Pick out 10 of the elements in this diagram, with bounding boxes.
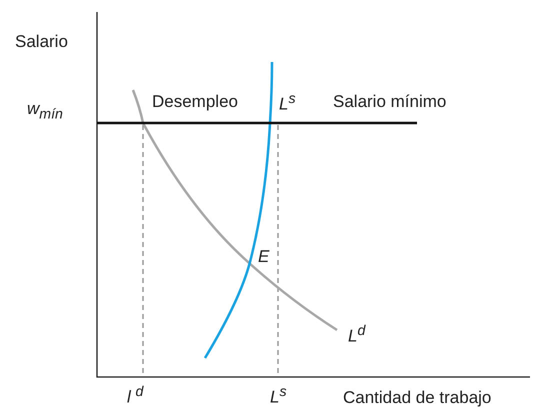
line-label: Salario mínimo bbox=[333, 93, 446, 110]
axis-label: Salario bbox=[15, 33, 68, 50]
curve-label: L$^{s}$ bbox=[279, 92, 296, 113]
axis-label: L$^{s}$ bbox=[270, 385, 287, 406]
axis-label: Cantidad de trabajo bbox=[343, 389, 492, 406]
point-label: E bbox=[258, 248, 270, 265]
axis-label: l $^{d}$ bbox=[127, 385, 144, 406]
axis-label: w$_{mín}$ bbox=[27, 100, 63, 122]
annotation-label: Desempleo bbox=[152, 93, 238, 110]
curve-label: L$^{d}$ bbox=[348, 324, 366, 345]
